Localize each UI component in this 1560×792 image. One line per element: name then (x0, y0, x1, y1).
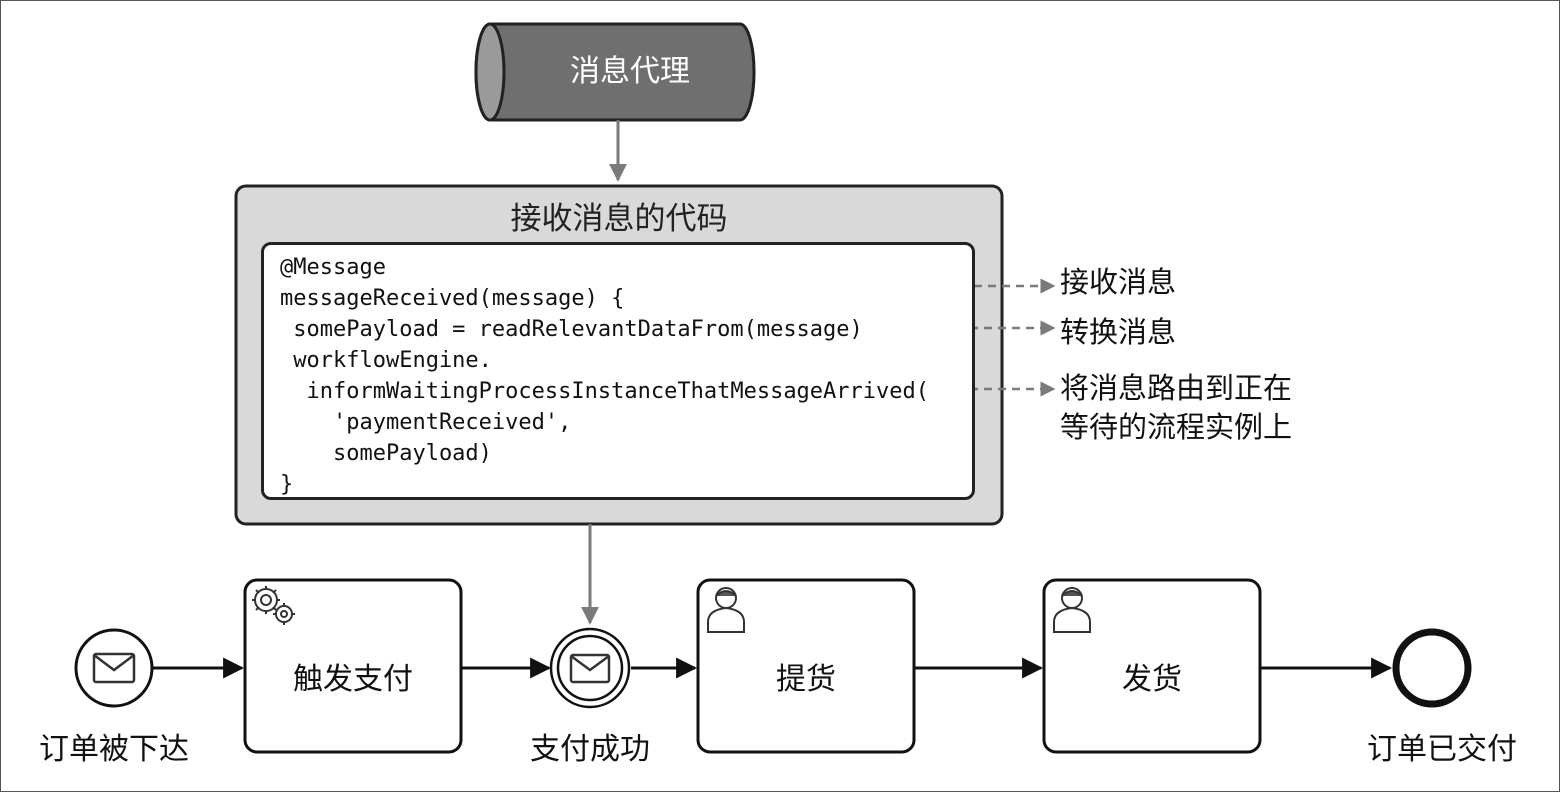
task-trigger-payment-label: 触发支付 (293, 662, 413, 697)
annotation-receive: 接收消息 (1060, 265, 1177, 299)
message-broker-cylinder (474, 22, 756, 122)
code-line: somePayload = readRelevantDataFrom(messa… (280, 317, 863, 342)
annotation-route-line2: 等待的流程实例上 (1060, 410, 1293, 444)
broker-label: 消息代理 (570, 54, 690, 89)
code-line: } (280, 472, 294, 497)
user-icon (1053, 587, 1091, 633)
end-event-label: 订单已交付 (1367, 732, 1517, 767)
task-trigger-payment (243, 578, 463, 754)
envelope-icon (569, 653, 611, 684)
code-line: messageReceived(message) { (280, 286, 625, 311)
start-event-label: 订单被下达 (39, 732, 189, 767)
code-line: workflowEngine. (280, 348, 492, 373)
code-line: informWaitingProcessInstanceThatMessageA… (280, 379, 930, 404)
code-line: somePayload) (280, 441, 492, 466)
code-box: @Message messageReceived(message) { some… (261, 242, 975, 500)
intermediate-event-label: 支付成功 (530, 732, 650, 767)
code-line: @Message (280, 255, 386, 280)
gear-icon (252, 586, 295, 625)
end-event (1392, 628, 1472, 708)
envelope-icon (92, 652, 136, 684)
code-line: 'paymentReceived', (280, 410, 572, 435)
annotation-transform: 转换消息 (1060, 315, 1177, 349)
user-icon (707, 587, 745, 633)
task-ship-goods-label: 发货 (1122, 662, 1182, 697)
task-ship-goods (1042, 578, 1262, 754)
code-block-title: 接收消息的代码 (510, 201, 728, 237)
task-pick-goods (696, 578, 916, 754)
task-pick-goods-label: 提货 (776, 662, 836, 697)
annotation-route-line1: 将消息路由到正在 (1060, 371, 1293, 405)
